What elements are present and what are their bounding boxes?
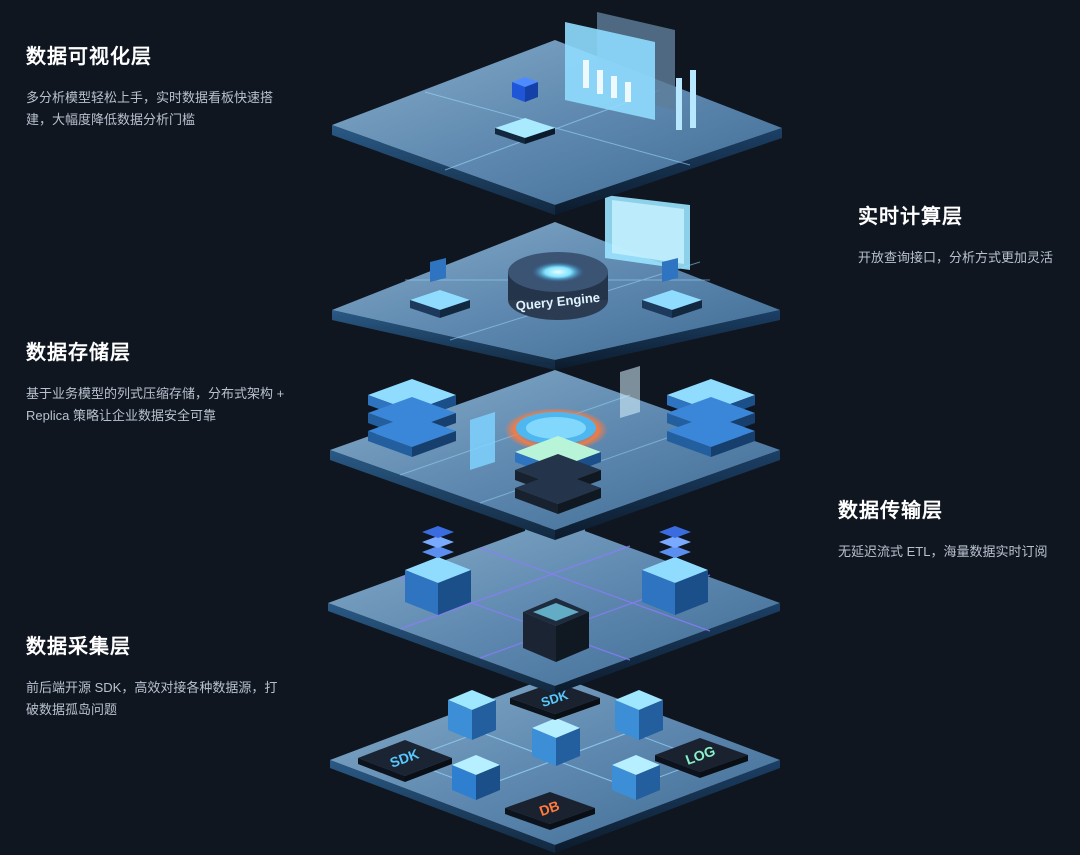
sdk-tile: SDK [358,740,452,782]
log-tile: LOG [655,738,748,778]
layer-visualization-label: 数据可视化层 多分析模型轻松上手，实时数据看板快速搭 建，大幅度降低数据分析门槛 [26,40,316,131]
data-cube-icon [615,690,663,740]
db-tile: DB [505,792,595,830]
cube-cluster-icon [512,77,538,102]
storage-stack-icon [515,436,601,514]
layer-compute-title: 实时计算层 [858,206,963,228]
server-node-icon [405,526,471,615]
bar-pillar-icon [676,70,696,130]
layer-compute-desc: 开放查询接口，分析方式更加灵活 [858,250,1054,265]
data-panel-icon [470,412,495,470]
compute-node-icon [642,258,702,318]
data-cube-icon [448,690,496,740]
layer-transfer-title: 数据传输层 [838,500,943,522]
monitor-screen-icon [605,195,690,270]
layer-collect-desc: 前后端开源 SDK，高效对接各种数据源，打 破数据孤岛问题 [26,680,278,717]
compute-node-icon [410,258,470,318]
layer-collect-label: 数据采集层 前后端开源 SDK，高效对接各种数据源，打 破数据孤岛问题 [26,630,316,721]
chip-node-icon [495,118,555,144]
storage-stack-icon [667,379,755,457]
data-beam [620,366,640,418]
layer-visualization-desc: 多分析模型轻松上手，实时数据看板快速搭 建，大幅度降低数据分析门槛 [26,90,274,127]
db-tile-label: DB [537,797,561,819]
brain-processor-icon [504,408,608,452]
data-cube-icon [452,755,500,800]
gateway-node-icon [523,598,589,662]
server-node-icon [642,526,708,615]
platform-visualization [332,12,782,215]
layer-collect-title: 数据采集层 [26,636,131,658]
query-engine-icon: Query Engine [508,252,608,320]
platform-storage [330,370,780,540]
sdk-top-tile: SDK [510,682,600,720]
layer-transfer-label: 数据传输层 无延迟流式 ETL，海量数据实时订阅 [838,494,1078,563]
platform-compute: Query Engine [332,195,780,370]
data-cube-icon [612,755,660,800]
layer-visualization-title: 数据可视化层 [26,46,152,68]
platform-transfer [328,520,780,694]
platform-collect: SDK SDK LOG DB [330,675,780,853]
layer-storage-title: 数据存储层 [26,342,131,364]
data-cube-icon [532,718,580,766]
layer-storage-label: 数据存储层 基于业务模型的列式压缩存储，分布式架构 + Replica 策略让企… [26,336,316,427]
storage-stack-icon [368,379,456,457]
layer-transfer-desc: 无延迟流式 ETL，海量数据实时订阅 [838,544,1048,559]
layer-storage-desc: 基于业务模型的列式压缩存储，分布式架构 + Replica 策略让企业数据安全可… [26,386,285,423]
dashboard-chart-icon [565,12,675,120]
layer-compute-label: 实时计算层 开放查询接口，分析方式更加灵活 [858,200,1078,269]
